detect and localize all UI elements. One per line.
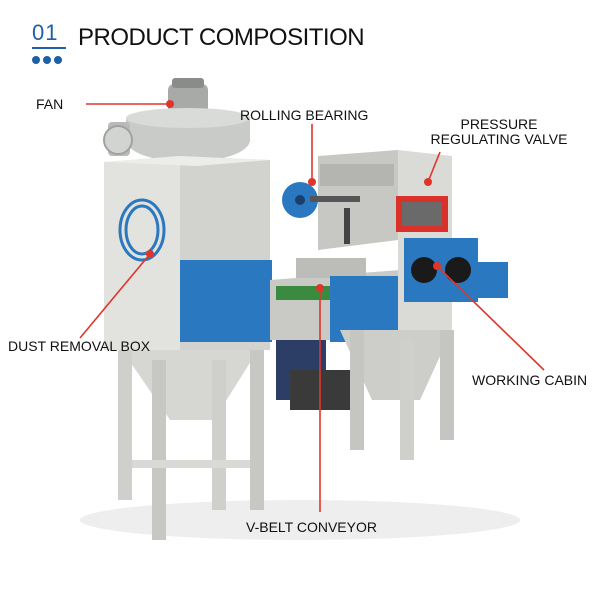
dust-removal-box-shape xyxy=(104,156,272,540)
rolling-bearing-shape xyxy=(282,182,360,244)
leader-lines xyxy=(79,100,545,512)
leader-dot xyxy=(308,178,316,186)
dust-box-top xyxy=(104,156,270,166)
hose-coil xyxy=(118,198,166,262)
leg xyxy=(400,340,414,460)
dust-box-door xyxy=(180,260,272,342)
cabin-hopper xyxy=(340,330,452,400)
dot xyxy=(54,56,62,64)
fan-unit xyxy=(103,78,250,162)
bearing-arm xyxy=(310,196,360,202)
leader-dot xyxy=(166,100,174,108)
ground-shadow xyxy=(80,500,520,540)
dust-box-hopper xyxy=(122,350,258,420)
label-working-cabin: WORKING CABIN xyxy=(472,372,588,388)
conveyor-belt xyxy=(276,286,336,300)
leg-brace xyxy=(132,460,250,468)
leg xyxy=(152,360,166,540)
fan-motor-cap xyxy=(172,78,204,88)
leg xyxy=(212,360,226,510)
leader-pressure-valve xyxy=(427,151,441,183)
leg xyxy=(440,330,454,440)
leader-dot xyxy=(146,250,154,258)
bearing-spring xyxy=(344,208,350,244)
leader-dot xyxy=(316,284,324,292)
leg xyxy=(118,350,132,500)
control-panel xyxy=(320,164,394,186)
label-fan: FAN xyxy=(36,96,64,112)
leg xyxy=(250,350,264,510)
glove-port-right xyxy=(445,257,471,283)
label-pressure-valve-line2: REGULATING VALVE xyxy=(430,131,568,147)
label-rolling-bearing: ROLLING BEARING xyxy=(240,107,369,123)
label-pressure-valve-line1: PRESSURE xyxy=(460,116,538,132)
hose-coil-inner xyxy=(124,204,160,256)
cabin-side-door xyxy=(478,262,508,298)
glove-port-left xyxy=(411,257,437,283)
section-dots xyxy=(32,56,62,64)
label-dust-removal-box: DUST REMOVAL BOX xyxy=(8,338,151,354)
label-v-belt-conveyor: V-BELT CONVEYOR xyxy=(246,519,377,535)
section-title: PRODUCT COMPOSITION xyxy=(78,24,365,51)
leg xyxy=(350,330,364,450)
leader-dot xyxy=(433,262,441,270)
section-number-underline xyxy=(32,47,66,49)
leader-dust-box xyxy=(79,253,151,339)
section-number: 01 xyxy=(32,20,59,45)
conveyor-hood xyxy=(296,258,366,278)
bearing-hub xyxy=(295,195,305,205)
dot xyxy=(32,56,40,64)
cabin-window xyxy=(402,202,442,226)
fan-outlet-flange xyxy=(103,125,133,155)
dot xyxy=(43,56,51,64)
leader-working-cabin xyxy=(436,265,545,371)
leader-dot xyxy=(424,178,432,186)
fan-housing-top xyxy=(126,108,250,128)
